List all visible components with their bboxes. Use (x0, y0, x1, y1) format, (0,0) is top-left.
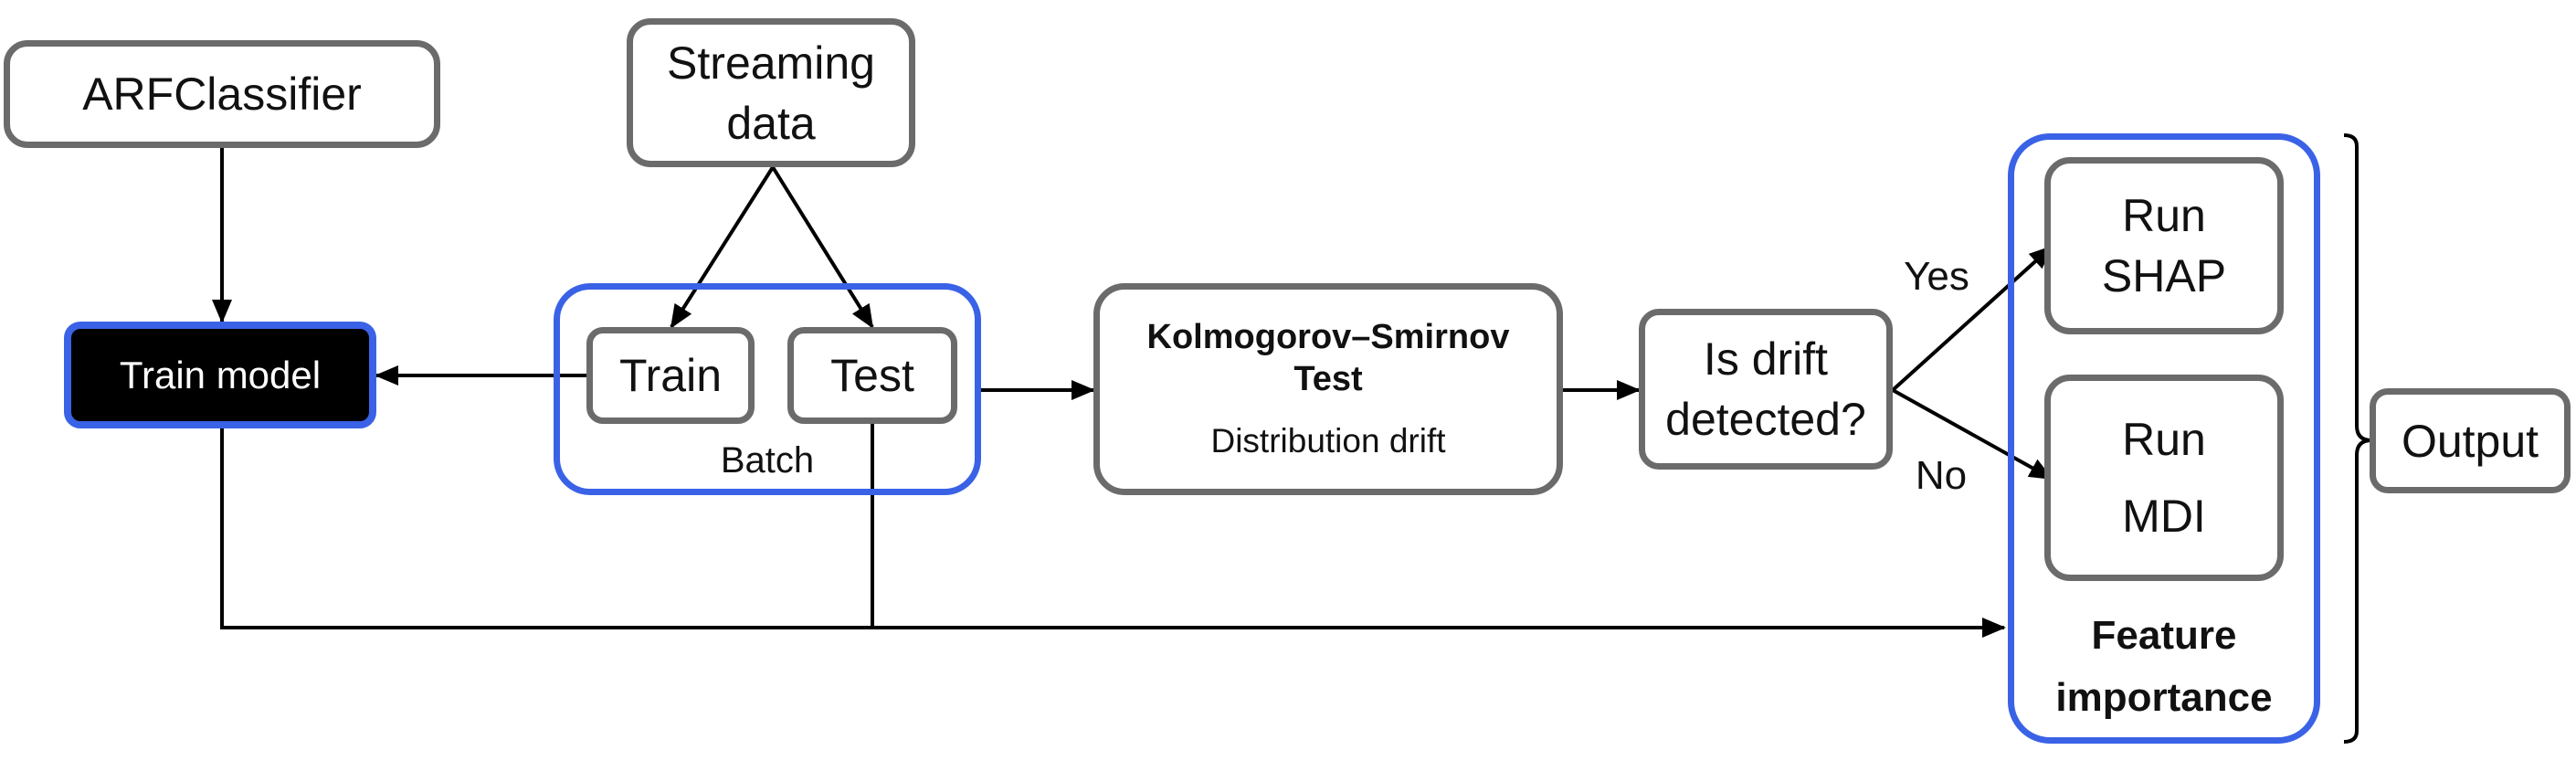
yes-label: Yes (1904, 254, 1969, 299)
run-shap-line1: Run (2122, 190, 2206, 241)
streaming-data-line1: Streaming (667, 37, 875, 89)
feature-importance-label: Feature importance (2008, 605, 2320, 729)
output-box: Output (2370, 388, 2571, 493)
streaming-data-line2: data (726, 97, 816, 149)
drift-decision-box: Is drift detected? (1639, 309, 1893, 470)
feature-importance-line2: importance (2055, 675, 2273, 720)
train-label: Train (618, 350, 723, 401)
feature-importance-line1: Feature (2091, 613, 2237, 658)
no-label: No (1915, 453, 1968, 498)
arf-classifier-label: ARFClassifier (82, 69, 362, 120)
run-mdi-line2: MDI (2122, 491, 2206, 542)
feature-importance-group (2008, 133, 2320, 744)
drift-decision-line2: detected? (1665, 394, 1866, 445)
arrow-streaming-to-test (771, 165, 874, 329)
arrow-streaming-to-train (670, 165, 775, 329)
arf-classifier-box: ARFClassifier (4, 40, 440, 148)
run-mdi-line1: Run (2122, 414, 2206, 465)
arrow-drift-yes-to-shap (1891, 245, 2053, 392)
train-box: Train (586, 327, 755, 424)
batch-group (554, 283, 981, 495)
run-shap-box: Run SHAP (2044, 157, 2284, 334)
ks-test-title-line1: Kolmogorov–Smirnov (1146, 318, 1510, 356)
ks-test-title-line2: Test (1293, 360, 1363, 398)
output-label: Output (2401, 415, 2539, 467)
train-model-label: Train model (119, 353, 322, 396)
train-model-box: Train model (64, 322, 376, 428)
output-bracket (2343, 133, 2372, 744)
streaming-data-box: Streaming data (627, 18, 915, 167)
ks-test-box: Kolmogorov–Smirnov Test Distribution dri… (1093, 283, 1563, 495)
drift-decision-line1: Is drift (1703, 333, 1829, 385)
run-shap-line2: SHAP (2101, 250, 2227, 301)
arrow-drift-no-to-mdi (1892, 388, 2053, 481)
arrow-train-model-to-feature-importance (220, 428, 2006, 638)
ks-test-subtitle: Distribution drift (1210, 422, 1446, 460)
test-label: Test (830, 350, 914, 401)
run-mdi-box: Run MDI (2044, 375, 2284, 581)
test-box: Test (787, 327, 957, 424)
batch-label: Batch (720, 440, 815, 481)
